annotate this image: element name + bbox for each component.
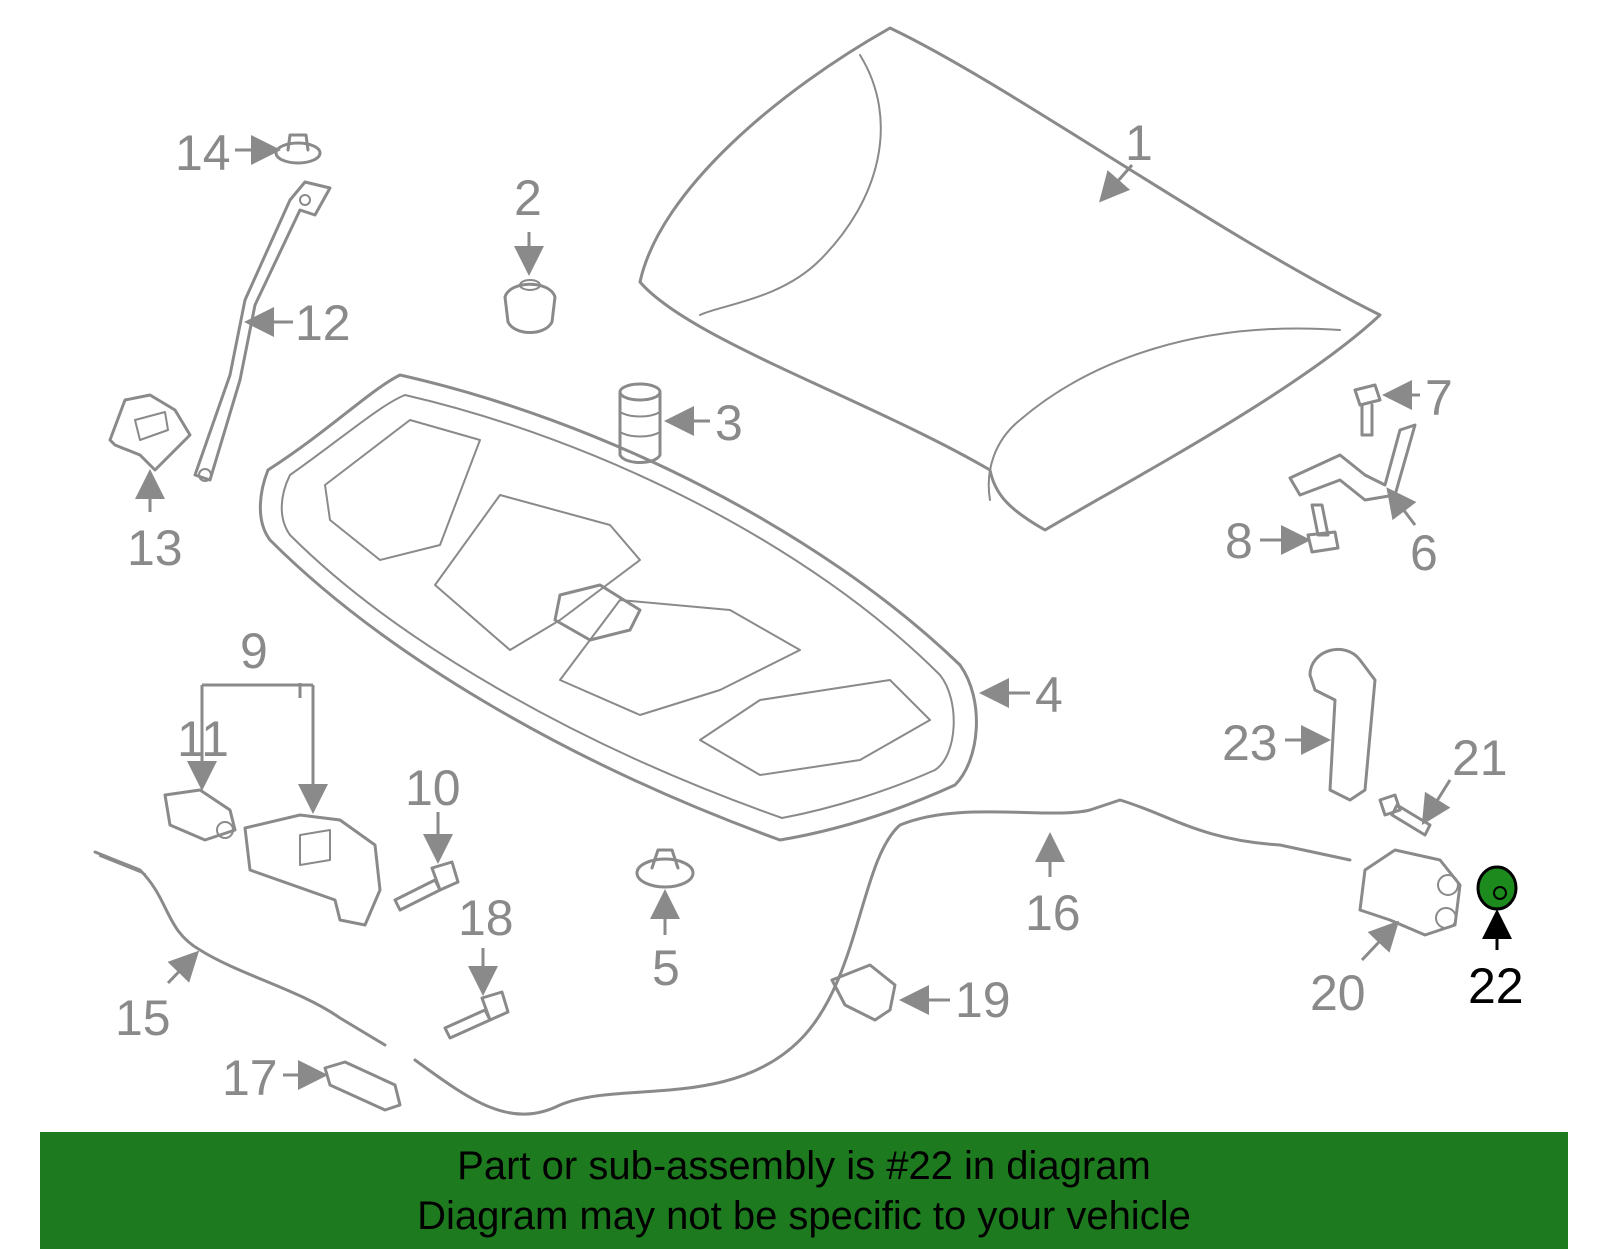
release-cable-16-part <box>413 798 1352 1116</box>
gas-strut-part <box>193 180 332 482</box>
callout-6: 6 <box>1410 525 1438 581</box>
clip-19-part <box>830 963 897 1022</box>
callout-5: 5 <box>652 940 680 996</box>
callout-2: 2 <box>514 170 542 226</box>
bolt-10-part <box>393 860 460 912</box>
callout-12: 12 <box>295 295 351 351</box>
highlighted-nut-part <box>1476 865 1518 911</box>
callout-1: 1 <box>1125 115 1153 171</box>
callout-8: 8 <box>1225 513 1253 569</box>
callout-18: 18 <box>458 890 514 946</box>
bracket-part <box>1288 423 1417 502</box>
hood-part <box>638 26 1382 532</box>
sensor-part <box>163 788 237 842</box>
callout-14: 14 <box>175 125 231 181</box>
callout-lines <box>135 135 1512 1090</box>
callout-7: 7 <box>1425 370 1453 426</box>
release-cable-15-part <box>93 850 387 1047</box>
bracket-23-part <box>1308 647 1377 802</box>
callout-20: 20 <box>1310 965 1366 1021</box>
bolt-18-part <box>443 990 510 1040</box>
callout-labels: 1 2 3 4 5 6 7 8 9 10 11 12 13 14 15 16 1… <box>115 115 1524 1106</box>
callout-13: 13 <box>127 520 183 576</box>
callout-19: 19 <box>955 972 1011 1028</box>
callout-11: 11 <box>177 711 229 767</box>
bolt-7-part <box>1353 383 1382 437</box>
grommet-part <box>274 133 322 165</box>
hood-insulator-part <box>258 373 978 842</box>
callout-17: 17 <box>222 1050 278 1106</box>
banner-line-part-number: Part or sub-assembly is #22 in diagram <box>457 1143 1151 1188</box>
info-banner: Part or sub-assembly is #22 in diagram D… <box>40 1132 1568 1249</box>
hood-bumper-part <box>503 279 557 334</box>
latch-part <box>243 813 382 927</box>
callout-10: 10 <box>405 760 461 816</box>
banner-line-disclaimer: Diagram may not be specific to your vehi… <box>417 1193 1191 1238</box>
callout-15: 15 <box>115 990 171 1046</box>
callout-4: 4 <box>1035 667 1063 723</box>
hood-latch-part <box>1358 848 1462 937</box>
callout-22: 22 <box>1468 958 1524 1014</box>
callout-23: 23 <box>1222 715 1278 771</box>
catch-part <box>108 393 192 472</box>
bracket-17-part <box>323 1060 402 1112</box>
stopper-part <box>618 382 662 464</box>
callout-21: 21 <box>1452 730 1508 786</box>
bolt-8-part <box>1306 503 1340 554</box>
callout-16: 16 <box>1025 885 1081 941</box>
clip-part <box>635 848 695 889</box>
bolt-21-part <box>1378 793 1432 837</box>
callout-9: 9 <box>240 623 268 679</box>
callout-3: 3 <box>715 395 743 451</box>
